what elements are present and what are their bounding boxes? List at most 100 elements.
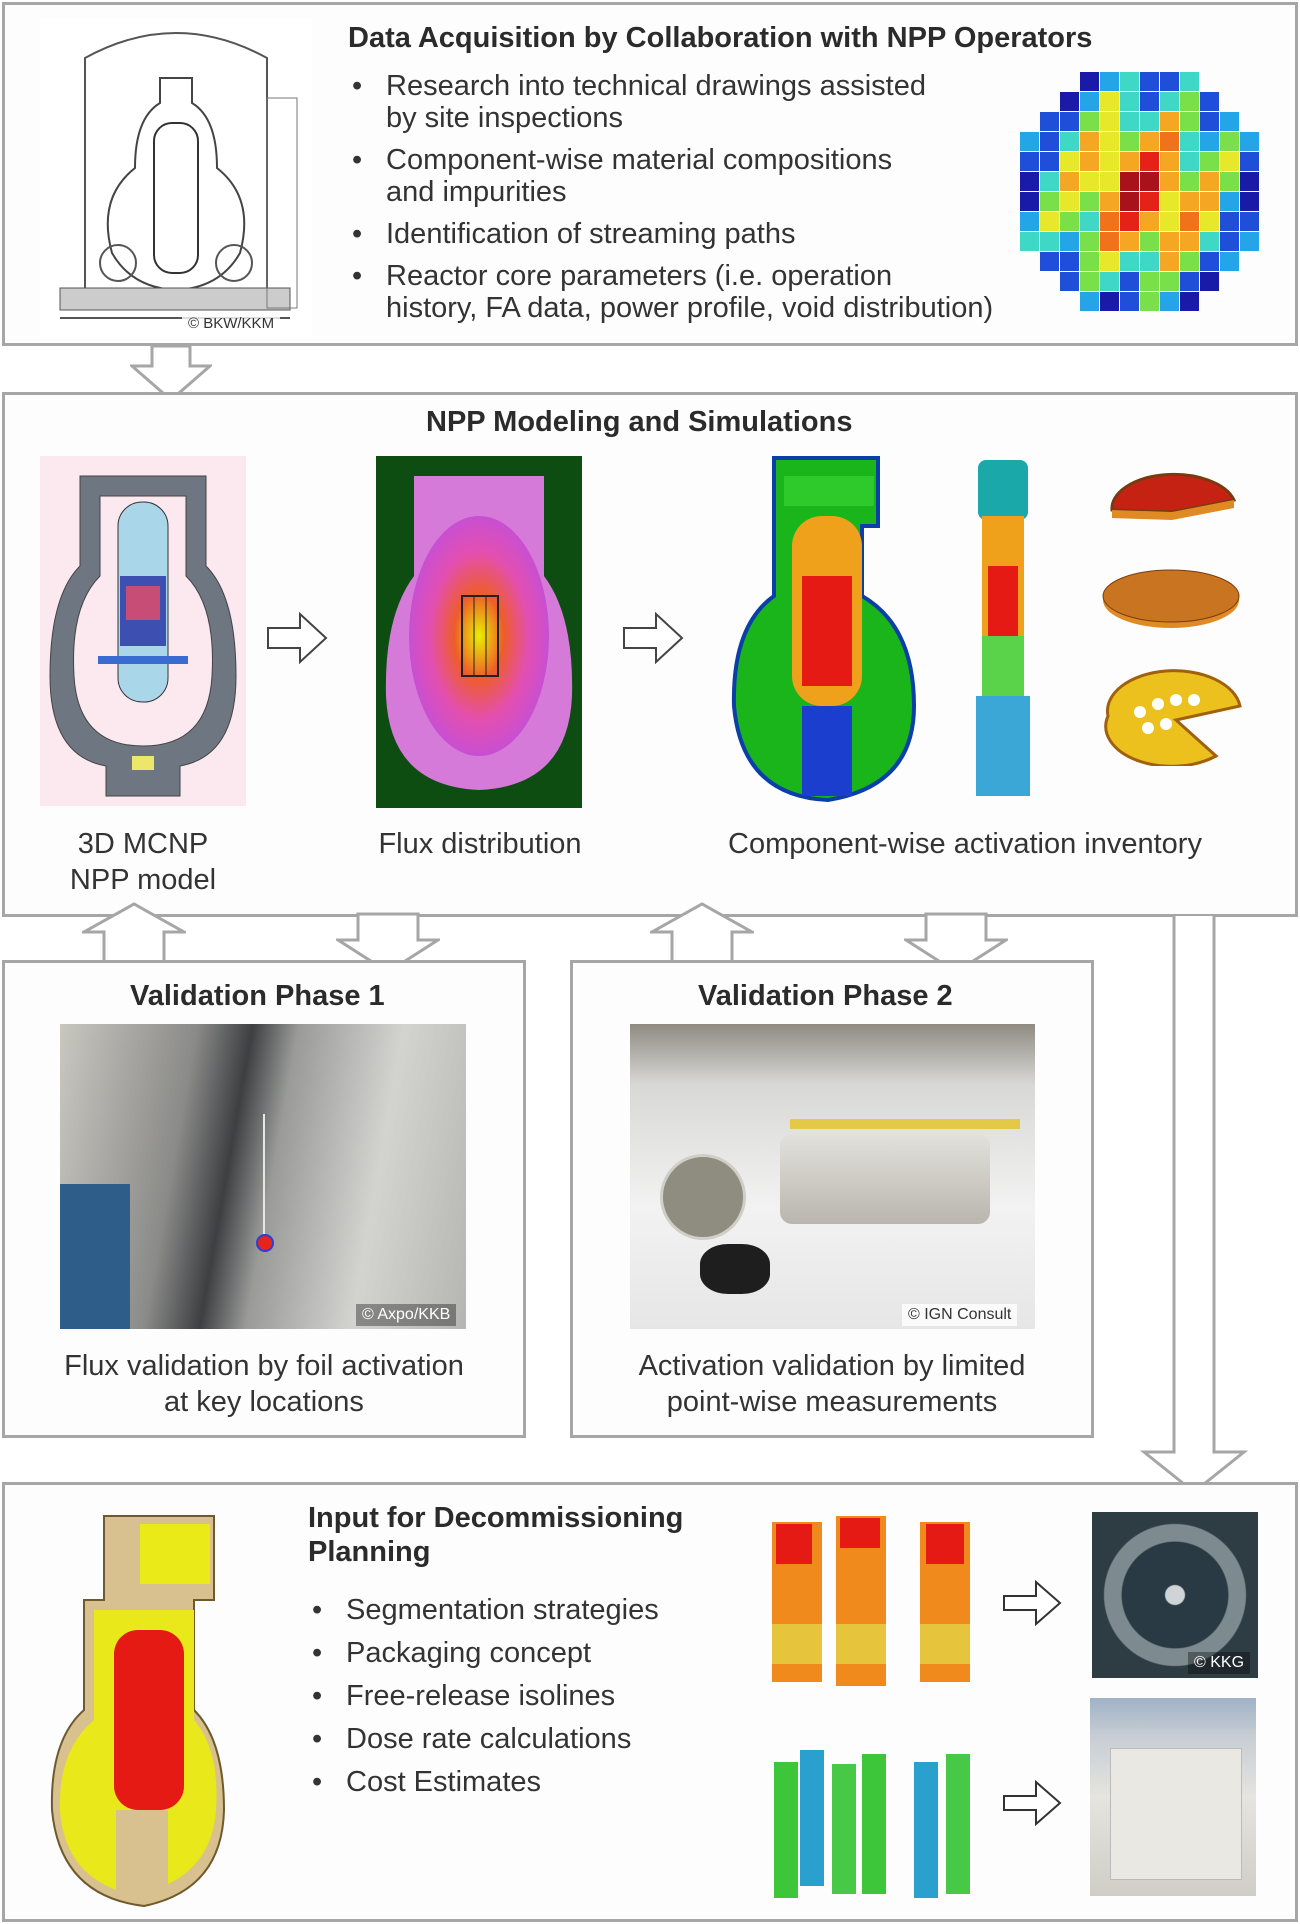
core-map-cell [1140,272,1159,291]
core-map-cell [1080,132,1099,151]
samples-photo-credit: © IGN Consult [902,1304,1018,1326]
core-map-cell [1140,232,1159,251]
core-map-cell [1120,112,1139,131]
bullet-dose-rate: Dose rate calculations [312,1723,631,1755]
data-acquisition-title: Data Acquisition by Collaboration with N… [348,22,1093,54]
core-map-cell [1180,72,1199,91]
core-map-cell [1060,192,1079,211]
core-map-cell [1180,132,1199,151]
core-map-cell [1160,232,1179,251]
core-map-cell [1020,212,1039,231]
core-map-cell [1220,172,1239,191]
validation-1-caption-line1: Flux validation by foil activation [64,1350,464,1382]
flux-caption: Flux distribution [378,828,582,860]
core-map-cell [1200,252,1219,271]
core-map-cell [1160,292,1179,311]
core-map-cell [1240,172,1259,191]
flux-distribution-icon [376,456,582,808]
core-map-cell [1180,272,1199,291]
core-map-cell [1040,132,1059,151]
debris [700,1244,770,1294]
core-map-cell [1060,232,1079,251]
foil-marker [256,1234,274,1252]
core-map-cell [1100,152,1119,171]
core-map-cell [1180,212,1199,231]
core-map-cell [1060,112,1079,131]
core-map-cell [1080,192,1099,211]
core-map-cell [1220,252,1239,271]
blue-box [60,1184,130,1329]
foil-photo-credit: © Axpo/KKB [356,1304,457,1326]
bullet-materials-1: Component-wise material compositions [352,144,892,176]
core-map-cell [1100,112,1119,131]
core-map-cell [1180,232,1199,251]
core-map-cell [1160,92,1179,111]
core-map-cell [1200,172,1219,191]
core-map-cell [1080,212,1099,231]
core-map-cell [1200,92,1219,111]
core-map-cell [1120,212,1139,231]
core-map-cell [1120,132,1139,151]
bullet-segmentation: Segmentation strategies [312,1594,659,1626]
core-map-cell [1140,112,1159,131]
core-map-cell [1180,252,1199,271]
core-map-cell [1160,272,1179,291]
core-map-cell [1240,152,1259,171]
arrow-up-icon [650,902,754,960]
core-map-cell [1160,112,1179,131]
core-map-cell [1180,152,1199,171]
segmentation-photo-credit: © KKG [1188,1652,1251,1674]
mcnp-model-icon [40,456,246,806]
core-map-cell [1120,272,1139,291]
core-map-cell [1100,292,1119,311]
core-map-cell [1120,192,1139,211]
core-map-cell [1120,292,1139,311]
core-map-cell [1100,192,1119,211]
core-map-cell [1220,112,1239,131]
core-map-cell [1080,252,1099,271]
bullet-core-1: Reactor core parameters (i.e. operation [352,260,892,292]
core-map-cell [1180,292,1199,311]
core-map-cell [1100,232,1119,251]
core-map-cell [1200,152,1219,171]
core-map-cell [1240,192,1259,211]
core-map-cell [1200,212,1219,231]
core-map-cell [1060,252,1079,271]
core-map-cell [1160,252,1179,271]
core-map-cell [1120,232,1139,251]
core-map-cell [1020,232,1039,251]
core-power-map-icon [1020,72,1259,311]
core-map-cell [1180,192,1199,211]
core-map-cell [1100,92,1119,111]
core-map-cell [1240,132,1259,151]
core-map-cell [1140,192,1159,211]
core-map-cell [1020,192,1039,211]
core-map-cell [1180,112,1199,131]
core-map-cell [1040,192,1059,211]
core-map-cell [1160,192,1179,211]
activation-vessel-icon [731,456,917,803]
core-map-cell [1140,172,1159,191]
core-map-cell [1100,212,1119,231]
bullet-materials-2: and impurities [386,176,567,208]
core-map-cell [1020,172,1039,191]
core-map-cell [1020,152,1039,171]
core-map-cell [1060,92,1079,111]
concrete-container [1110,1748,1242,1880]
core-map-cell [1140,252,1159,271]
core-map-cell [1160,152,1179,171]
arrow-down-icon [904,912,1008,974]
validation-2-caption-line2: point-wise measurements [666,1386,998,1418]
core-map-cell [1040,172,1059,191]
grid-plate-icon [1110,472,1237,520]
metal-disc [660,1154,746,1240]
core-map-cell [1220,152,1239,171]
activation-caption: Component-wise activation inventory [728,828,1202,860]
core-map-cell [1080,152,1099,171]
core-map-cell [1140,72,1159,91]
core-map-cell [1080,172,1099,191]
arrow-down-icon [130,346,212,402]
arrow-down-icon [336,912,440,974]
core-map-cell [1220,212,1239,231]
modeling-title: NPP Modeling and Simulations [426,406,853,438]
